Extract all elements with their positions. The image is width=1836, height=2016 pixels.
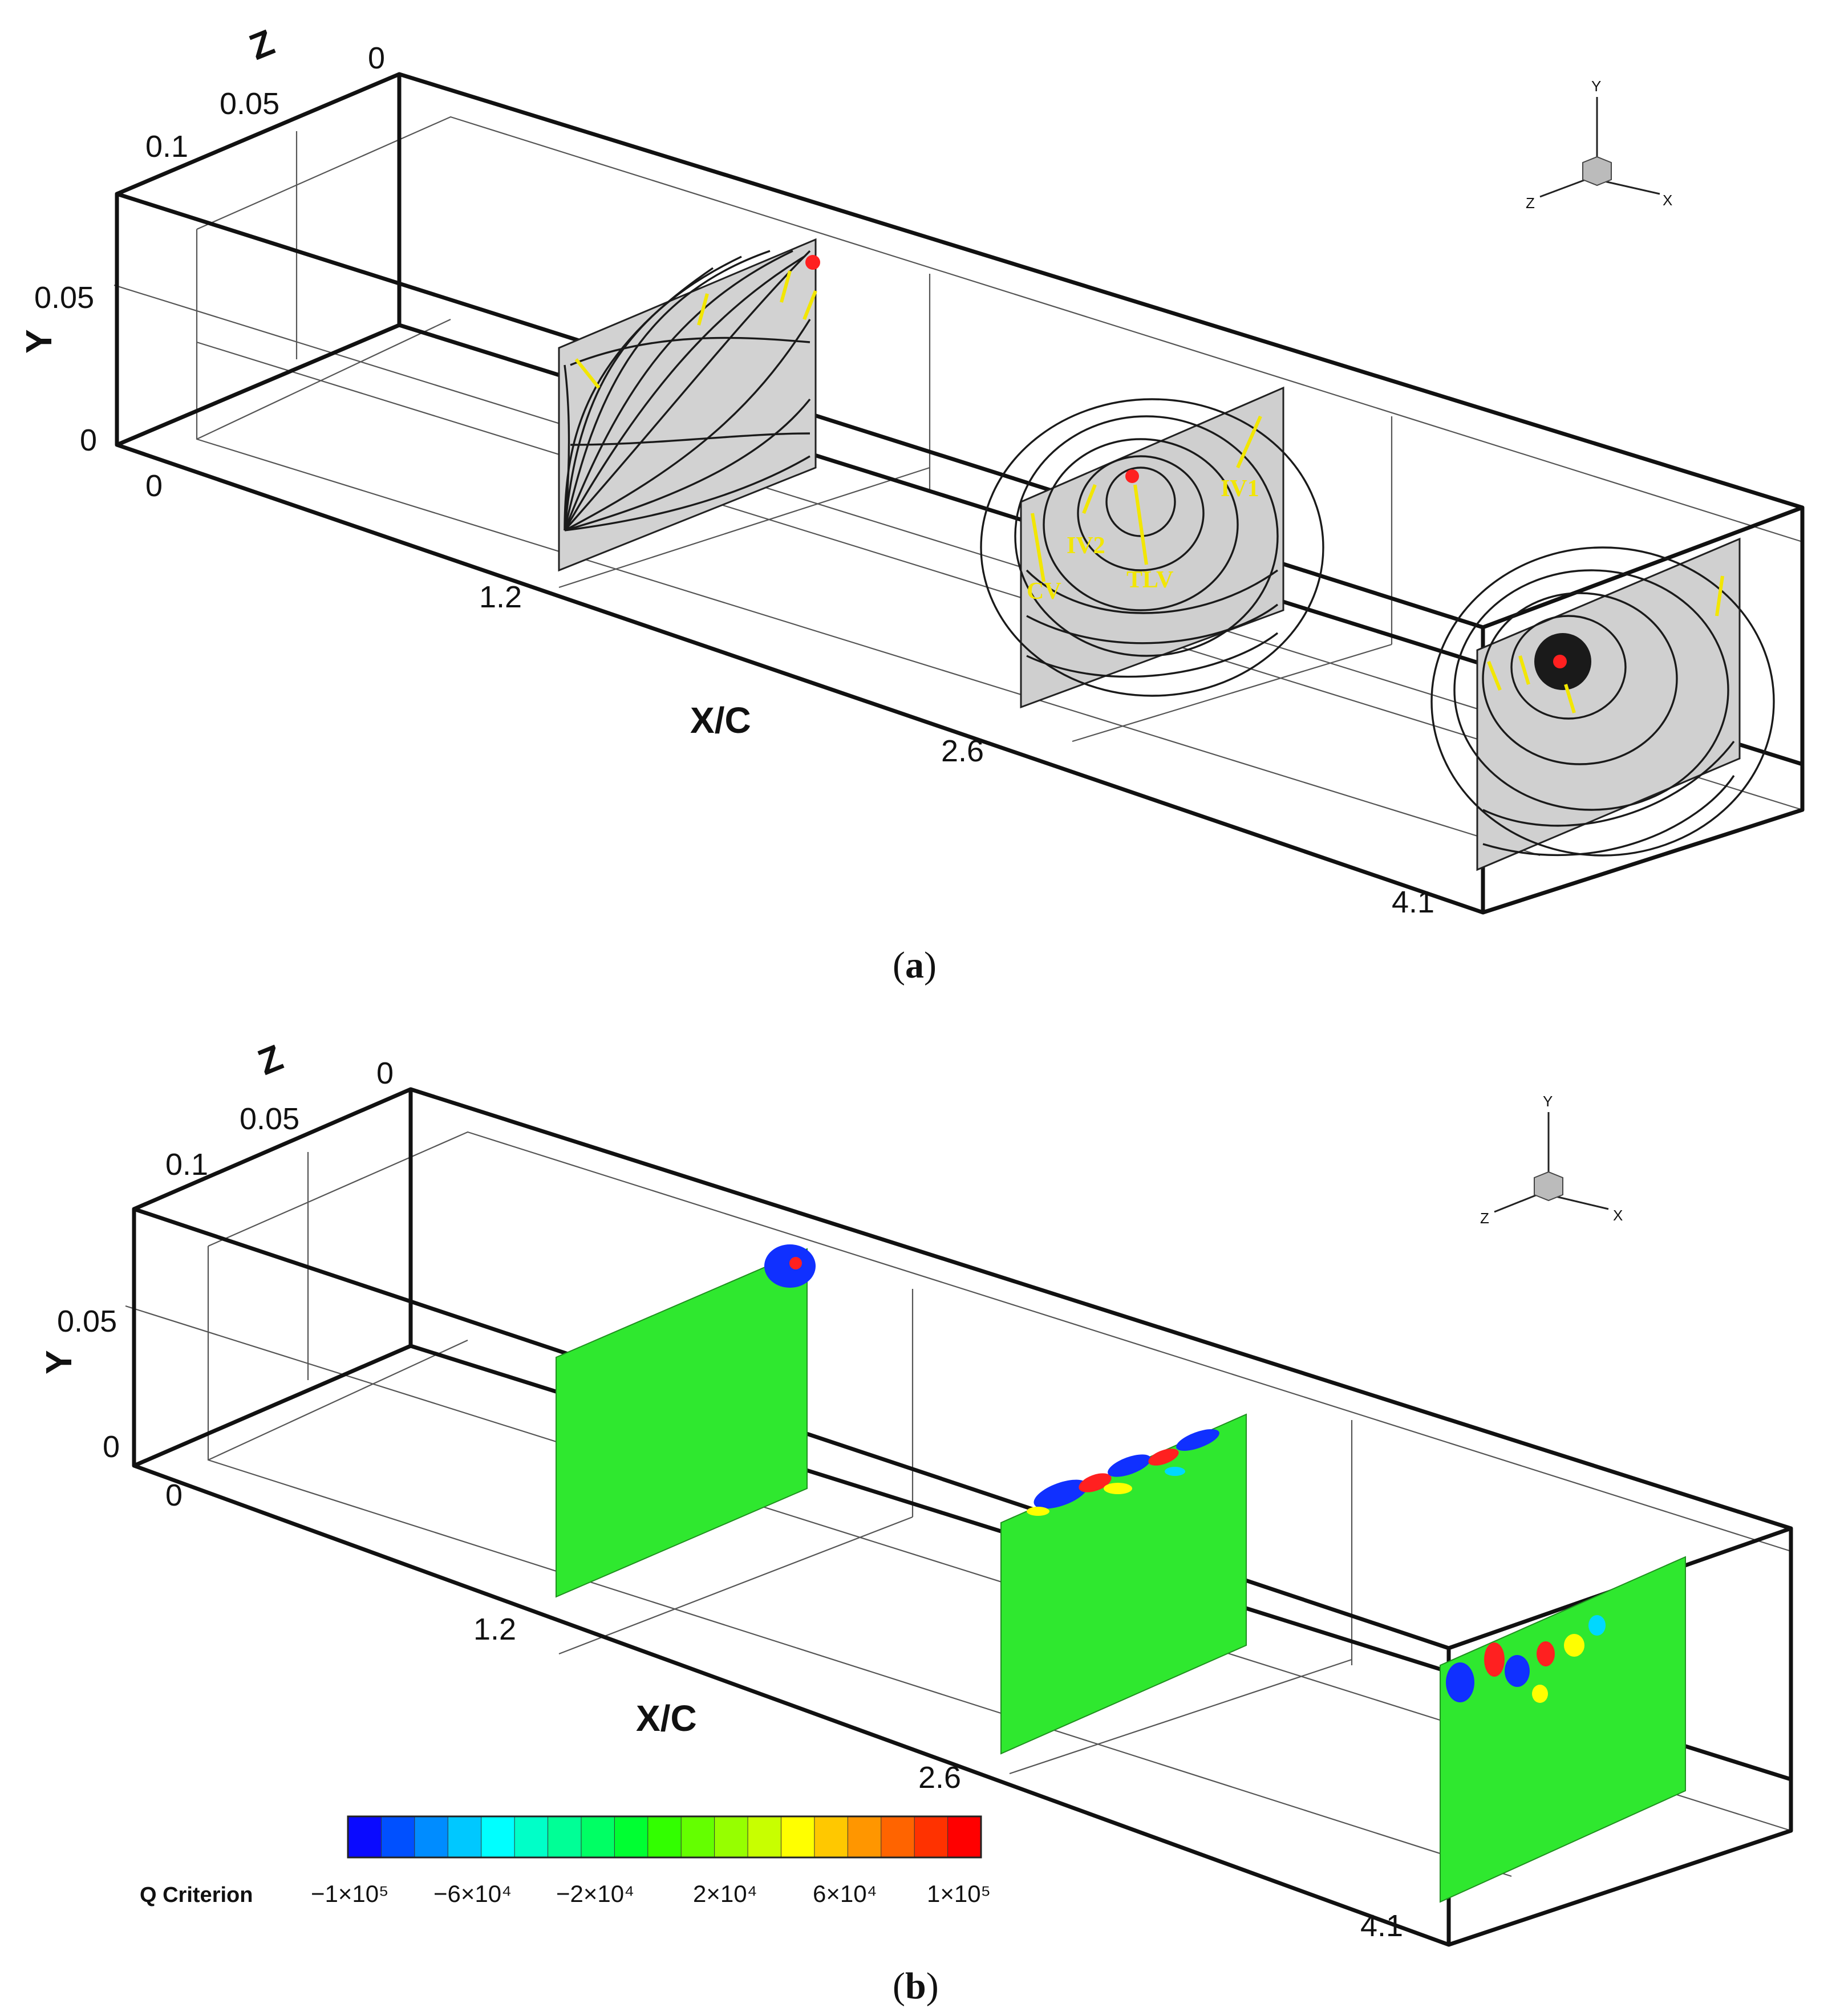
panel-b-y-tick: 0.05	[57, 1304, 117, 1338]
panel-a-x-tick: 1.2	[479, 580, 522, 614]
q-criterion-colorbar: Q Criterion −1×10⁵ −6×10⁴ −2×10⁴ 2×10⁴ 6…	[140, 1815, 991, 1907]
panel-a-gridlines	[114, 116, 1803, 857]
panel-a-plot: IV1 IV2 TLV CV Z 0.1 0.05 0 Y	[18, 22, 1805, 919]
panel-a: IV1 IV2 TLV CV Z 0.1 0.05 0 Y	[0, 0, 1836, 992]
panel-a-y-tick: 0.05	[34, 281, 94, 315]
annotation-cv: CV	[1027, 578, 1061, 605]
annotation-iv1: IV1	[1221, 476, 1259, 502]
colorbar-cell	[548, 1816, 582, 1858]
colorbar-cell	[347, 1816, 382, 1858]
panel-a-slice-3	[1430, 537, 1775, 871]
colorbar-cell	[814, 1816, 849, 1858]
colorbar-label: 1×10⁵	[927, 1880, 991, 1907]
panel-b-slice-3	[1440, 1556, 1686, 1903]
triad-z-label: Z	[1480, 1210, 1489, 1227]
panel-b-slice-1	[556, 1244, 816, 1598]
colorbar-cell	[481, 1816, 516, 1858]
panel-b-plot: Z 0.1 0.05 0 Y 0.05 0 0 1.2 2.6 4.1 X/C …	[38, 1037, 1793, 1947]
triad-z-label: Z	[1526, 194, 1535, 212]
colorbar-cell	[614, 1816, 649, 1858]
panel-b-x-tick: 0	[165, 1478, 183, 1512]
colorbar-label: 6×10⁴	[813, 1880, 877, 1907]
panel-b-z-tick: 0.05	[240, 1102, 299, 1136]
panel-a-y-tick: 0	[80, 423, 97, 457]
panel-a-slice-2: IV1 IV2 TLV CV	[980, 386, 1324, 709]
colorbar-cell	[514, 1816, 549, 1858]
panel-a-slice-2-vortex-center	[1125, 469, 1139, 483]
colorbar-label: −1×10⁵	[311, 1880, 389, 1907]
panel-b-orientation-triad: Y X Z	[1480, 1093, 1623, 1227]
panel-a-x-tick: 4.1	[1392, 885, 1434, 919]
panel-b-x-title: X/C	[636, 1698, 697, 1739]
panel-b-axis-labels: Z 0.1 0.05 0 Y 0.05 0 0 1.2 2.6 4.1 X/C	[38, 1037, 1403, 1943]
panel-a-slice-1-vortex-center	[805, 255, 820, 270]
panel-b-caption: (b)	[893, 1965, 939, 2007]
panel-b: Z 0.1 0.05 0 Y 0.05 0 0 1.2 2.6 4.1 X/C …	[0, 1021, 1836, 2016]
panel-b-y-tick: 0	[103, 1430, 120, 1464]
triad-y-label: Y	[1591, 78, 1601, 95]
panel-a-z-title: Z	[244, 22, 279, 68]
panel-b-z-title: Z	[252, 1037, 288, 1083]
panel-b-slice-2	[1000, 1413, 1247, 1755]
panel-a-y-title: Y	[18, 329, 59, 354]
triad-y-label: Y	[1543, 1093, 1553, 1110]
panel-a-slice-1	[558, 238, 820, 572]
colorbar-cell	[447, 1816, 482, 1858]
panel-a-caption: (a)	[893, 944, 937, 986]
panel-b-x-tick: 1.2	[473, 1612, 516, 1646]
colorbar-cell	[581, 1816, 615, 1858]
panel-a-orientation-triad: Y X Z	[1526, 78, 1672, 212]
colorbar-cell	[680, 1816, 715, 1858]
triad-x-label: X	[1663, 192, 1672, 209]
panel-b-z-tick: 0	[376, 1056, 394, 1090]
colorbar-cell	[380, 1816, 415, 1858]
colorbar-title: Q Criterion	[140, 1883, 253, 1907]
panel-b-x-tick: 4.1	[1360, 1909, 1403, 1943]
colorbar-cell	[714, 1816, 749, 1858]
colorbar-label: −2×10⁴	[556, 1880, 634, 1907]
panel-b-y-title: Y	[38, 1350, 79, 1374]
panel-a-axis-labels: Z 0.1 0.05 0 Y 0.05 0 0 1.2 2.6 4.1 X/C	[18, 22, 1434, 919]
panel-a-x-tick: 2.6	[941, 734, 984, 768]
panel-a-z-tick: 0	[368, 41, 385, 75]
colorbar-cell	[881, 1816, 915, 1858]
triad-x-label: X	[1613, 1207, 1623, 1224]
colorbar-cells	[347, 1816, 982, 1858]
colorbar-label: 2×10⁴	[693, 1880, 757, 1907]
colorbar-cell	[947, 1816, 982, 1858]
colorbar-label: −6×10⁴	[433, 1880, 512, 1907]
colorbar-cell	[414, 1816, 449, 1858]
colorbar-cell	[647, 1816, 682, 1858]
panel-b-z-tick: 0.1	[165, 1147, 208, 1182]
panel-a-x-title: X/C	[690, 700, 751, 741]
colorbar-cell	[914, 1816, 949, 1858]
panel-a-z-tick: 0.1	[145, 129, 188, 164]
colorbar-cell	[780, 1816, 815, 1858]
panel-a-slice-3-vortex-center	[1553, 655, 1567, 668]
panel-a-x-tick: 0	[145, 469, 163, 503]
panel-b-x-tick: 2.6	[918, 1761, 961, 1795]
colorbar-cell	[847, 1816, 882, 1858]
colorbar-cell	[747, 1816, 782, 1858]
annotation-tlv: TLV	[1126, 567, 1174, 593]
annotation-iv2: IV2	[1067, 533, 1105, 559]
panel-a-z-tick: 0.05	[220, 87, 279, 121]
panel-a-box-frame	[115, 72, 1805, 915]
